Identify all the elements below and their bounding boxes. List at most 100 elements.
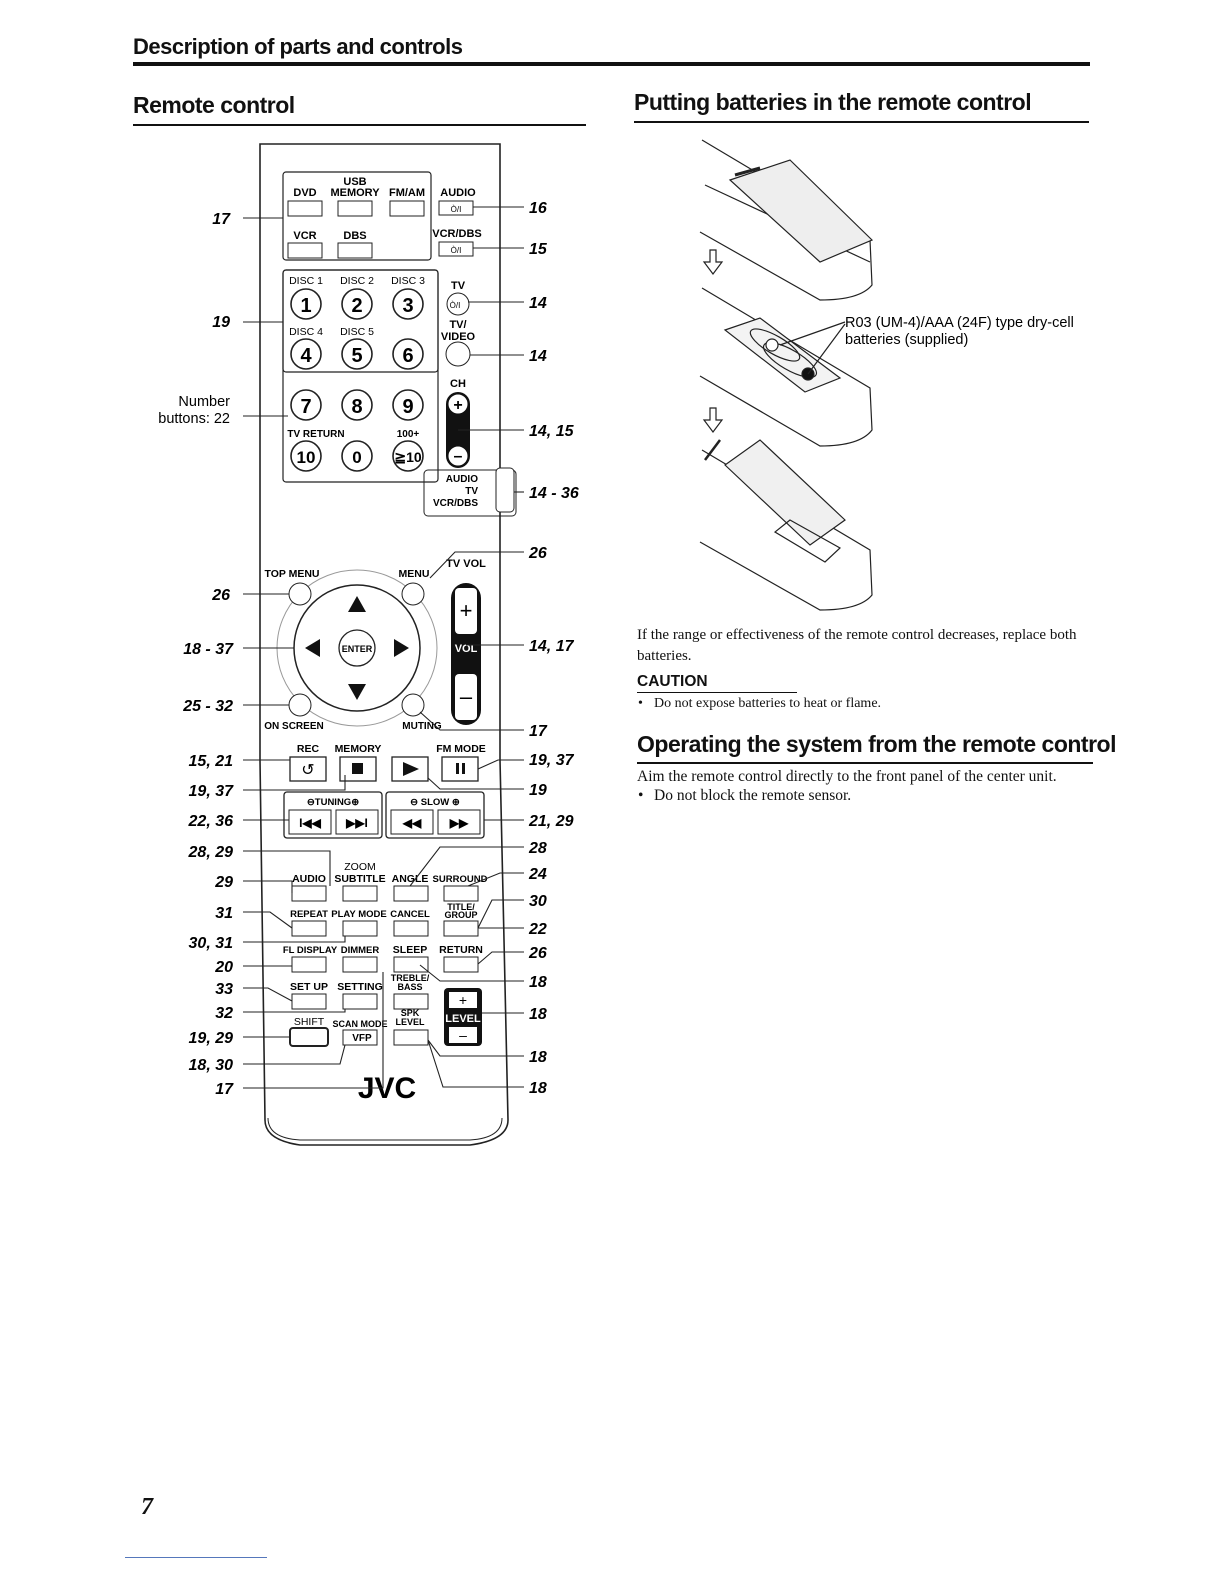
callout-label: 18 xyxy=(529,1006,547,1023)
pause-button[interactable] xyxy=(441,756,479,782)
number-key-5[interactable] xyxy=(341,338,373,370)
spk-level-label-1: SPK xyxy=(401,1008,420,1018)
switch-tv-label: TV xyxy=(465,486,478,497)
callout-label: 18 xyxy=(529,974,547,991)
angle-button[interactable] xyxy=(393,885,429,902)
number-key-6[interactable] xyxy=(392,338,424,370)
tv-power-button[interactable] xyxy=(446,292,470,316)
shift-button[interactable] xyxy=(289,1027,329,1047)
number-key-3-label: 3 xyxy=(402,295,413,317)
treble-bass-button[interactable] xyxy=(393,993,429,1010)
plus-icon: + xyxy=(453,397,462,414)
title-group-button[interactable] xyxy=(443,920,479,937)
on-screen-label: ON SCREEN xyxy=(264,721,323,732)
muting-button[interactable] xyxy=(401,693,425,717)
callout-label: 17 xyxy=(212,211,231,228)
dbs-button[interactable] xyxy=(337,242,373,259)
number-key-7-label: 7 xyxy=(300,396,311,418)
title-group-label-2: GROUP xyxy=(444,910,477,920)
sleep-button[interactable] xyxy=(393,956,429,973)
number-key-2[interactable] xyxy=(341,288,373,320)
dvd-button[interactable] xyxy=(287,200,323,217)
number-key-8[interactable] xyxy=(341,389,373,421)
rewind-icon: ◀◀ xyxy=(402,816,422,830)
skip-back-icon: I◀◀ xyxy=(299,816,322,830)
callout-label: 19, 37 xyxy=(189,783,235,800)
treble-bass-label-1: TREBLE/ xyxy=(391,973,430,983)
cancel-button[interactable] xyxy=(393,920,429,937)
surround-button[interactable] xyxy=(443,885,479,902)
dimmer-button[interactable] xyxy=(342,956,378,973)
scan-mode-label: SCAN MODE xyxy=(332,1019,387,1029)
vcrdbs-power-button[interactable] xyxy=(438,241,474,257)
number-key-7[interactable] xyxy=(290,389,322,421)
dimmer-label: DIMMER xyxy=(341,945,380,956)
fl-display-button[interactable] xyxy=(291,956,327,973)
callout-label: 29 xyxy=(214,874,233,891)
number-key-4[interactable] xyxy=(290,338,322,370)
disc4-label: DISC 4 xyxy=(289,326,323,338)
subtitle-button[interactable] xyxy=(342,885,378,902)
vcr-label: VCR xyxy=(293,230,316,242)
number-key-0[interactable] xyxy=(341,440,373,472)
setup-button[interactable] xyxy=(291,993,327,1010)
tv-video-label-1: TV/ xyxy=(449,319,466,331)
title-group-label-1: TITLE/ xyxy=(447,902,475,912)
number-key-1-label: 1 xyxy=(300,295,311,317)
number-key-1[interactable] xyxy=(290,288,322,320)
enter-button[interactable] xyxy=(338,629,376,667)
callout-label: 15 xyxy=(529,241,548,258)
setting-button[interactable] xyxy=(342,993,378,1010)
number-key-10[interactable] xyxy=(290,440,322,472)
caution-rule xyxy=(637,692,797,693)
down-arrow-icon xyxy=(348,684,366,700)
audio-power-button[interactable] xyxy=(438,200,474,216)
tv-label: TV xyxy=(451,280,466,292)
callout-label: 30 xyxy=(529,893,547,910)
on-screen-button[interactable] xyxy=(288,693,312,717)
callout-label: 14 xyxy=(529,348,547,365)
audio-func-button[interactable] xyxy=(291,885,327,902)
menu-button[interactable] xyxy=(401,582,425,606)
angle-label: ANGLE xyxy=(392,873,429,885)
callout-label: 16 xyxy=(529,200,547,217)
audio-func-label: AUDIO xyxy=(292,873,326,885)
vfp-button[interactable] xyxy=(342,1029,378,1046)
operating-section-rule xyxy=(637,762,1093,764)
disc5-label: DISC 5 xyxy=(340,326,374,338)
callout-label: 14, 17 xyxy=(529,638,575,655)
callout-label: 24 xyxy=(528,866,547,883)
fast-forward-button[interactable] xyxy=(437,809,481,835)
mode-slide-switch[interactable] xyxy=(495,467,515,513)
number-key-9[interactable] xyxy=(392,389,424,421)
spk-level-button[interactable] xyxy=(393,1029,429,1046)
menu-label: MENU xyxy=(399,568,430,580)
number-key-3[interactable] xyxy=(392,288,424,320)
number-key-0-label: 0 xyxy=(352,448,361,467)
batteries-section-rule xyxy=(634,121,1089,123)
usb-memory-button[interactable] xyxy=(337,200,373,217)
rec-button[interactable] xyxy=(289,756,327,782)
return-button[interactable] xyxy=(443,956,479,973)
top-menu-button[interactable] xyxy=(288,582,312,606)
vfp-label: VFP xyxy=(352,1033,372,1044)
disc3-label: DISC 3 xyxy=(391,275,425,287)
shift-label: SHIFT xyxy=(294,1016,325,1028)
disc2-label: DISC 2 xyxy=(340,275,374,287)
number-key-over10[interactable] xyxy=(392,440,424,472)
tv-vol-label: TV VOL xyxy=(446,558,486,570)
vcr-button[interactable] xyxy=(287,242,323,259)
dbs-label: DBS xyxy=(343,230,366,242)
prev-button[interactable] xyxy=(288,809,332,835)
level-label: LEVEL xyxy=(445,1013,481,1025)
fmam-button[interactable] xyxy=(389,200,425,217)
bullet-icon: • xyxy=(638,787,644,804)
next-button[interactable] xyxy=(335,809,379,835)
repeat-button[interactable] xyxy=(291,920,327,937)
number-key-over10-label: ≧10 xyxy=(394,449,422,465)
rewind-button[interactable] xyxy=(390,809,434,835)
right-arrow-icon xyxy=(394,639,409,657)
play-mode-button[interactable] xyxy=(342,920,378,937)
batteries-section-title: Putting batteries in the remote control xyxy=(634,89,1032,115)
tv-video-button[interactable] xyxy=(445,341,471,367)
